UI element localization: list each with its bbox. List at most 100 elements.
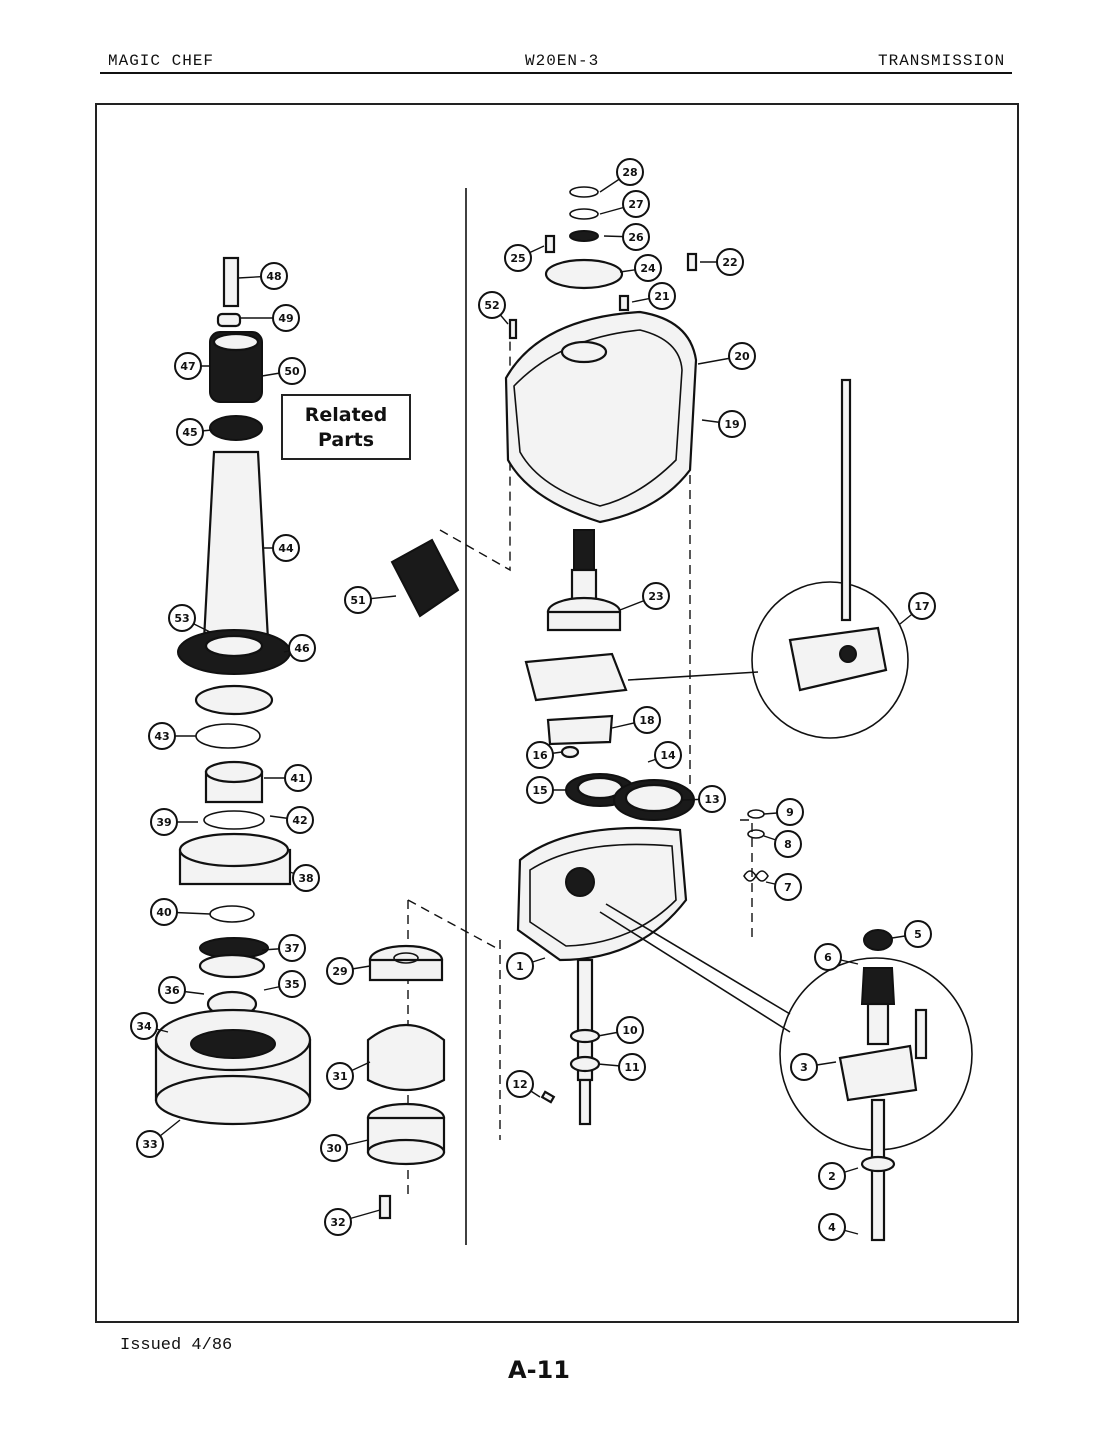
callout-13: 13 xyxy=(681,785,726,813)
callout-circle xyxy=(176,418,204,446)
callout-18: 18 xyxy=(611,706,661,734)
callout-circle xyxy=(272,534,300,562)
callout-label: 27 xyxy=(628,198,643,211)
callout-label: 25 xyxy=(510,252,525,265)
callout-circle xyxy=(622,190,650,218)
callout-label: 47 xyxy=(180,360,195,373)
callout-circle xyxy=(292,864,320,892)
callout-32: 32 xyxy=(324,1208,381,1236)
diagram-frame xyxy=(95,103,1019,1323)
parts-29-31-30 xyxy=(366,944,446,1220)
part-51-block xyxy=(390,538,460,618)
callout-circle xyxy=(260,262,288,290)
callout-label: 19 xyxy=(724,418,739,431)
callout-51: 51 xyxy=(344,586,397,614)
callout-label: 41 xyxy=(290,772,305,785)
callout-circle xyxy=(776,798,804,826)
callout-label: 22 xyxy=(722,256,737,269)
callout-circle xyxy=(326,957,354,985)
callout-circle xyxy=(648,282,676,310)
callout-circle xyxy=(504,244,532,272)
issued-date: Issued 4/86 xyxy=(120,1336,233,1355)
callout-label: 39 xyxy=(156,816,171,829)
callout-circle xyxy=(718,410,746,438)
callout-label: 48 xyxy=(266,270,281,283)
callout-52: 52 xyxy=(478,291,509,325)
callout-16: 16 xyxy=(526,741,563,769)
callout-circle xyxy=(320,1134,348,1162)
callout-23: 23 xyxy=(619,582,670,611)
callout-circle xyxy=(818,1162,846,1190)
callout-label: 52 xyxy=(484,299,499,312)
callout-circle xyxy=(150,808,178,836)
callout-22: 22 xyxy=(700,248,744,276)
callout-17: 17 xyxy=(899,592,936,625)
callout-label: 36 xyxy=(164,984,180,997)
callout-label: 21 xyxy=(654,290,669,303)
callout-circle xyxy=(286,806,314,834)
callout-40: 40 xyxy=(150,898,211,926)
related-parts-line1: Related xyxy=(304,404,388,426)
callout-label: 44 xyxy=(278,542,294,555)
header-brand: MAGIC CHEF xyxy=(108,52,215,70)
callout-33: 33 xyxy=(136,1119,181,1158)
callout-label: 18 xyxy=(639,714,654,727)
related-parts-line2: Parts xyxy=(318,429,374,451)
callout-circle xyxy=(136,1130,164,1158)
callout-label: 28 xyxy=(622,166,637,179)
callout-19: 19 xyxy=(701,410,746,438)
callout-label: 14 xyxy=(660,749,676,762)
callout-label: 51 xyxy=(350,594,365,607)
callout-label: 13 xyxy=(704,793,719,806)
callout-label: 24 xyxy=(640,262,656,275)
callout-34: 34 xyxy=(130,1012,169,1040)
callout-label: 7 xyxy=(784,881,792,894)
callout-48: 48 xyxy=(237,262,288,290)
callout-46: 46 xyxy=(283,634,316,662)
callout-11: 11 xyxy=(597,1053,646,1081)
callout-circle xyxy=(633,706,661,734)
callout-36: 36 xyxy=(158,976,205,1004)
callout-circle xyxy=(774,873,802,901)
callout-28: 28 xyxy=(599,158,644,193)
header-rule xyxy=(100,72,1012,74)
callout-label: 34 xyxy=(136,1020,152,1033)
callout-2: 2 xyxy=(818,1162,859,1190)
callout-circle xyxy=(698,785,726,813)
callout-label: 15 xyxy=(532,784,547,797)
callout-circle xyxy=(168,604,196,632)
callout-circle xyxy=(790,1053,818,1081)
callout-label: 30 xyxy=(326,1142,342,1155)
callout-label: 10 xyxy=(622,1024,638,1037)
callout-circle xyxy=(908,592,936,620)
callout-label: 26 xyxy=(628,231,644,244)
header-section: TRANSMISSION xyxy=(878,52,1006,70)
callout-label: 38 xyxy=(298,872,313,885)
callout-21: 21 xyxy=(631,282,676,310)
callout-label: 1 xyxy=(516,960,524,973)
callout-circle xyxy=(148,722,176,750)
callout-4: 4 xyxy=(818,1213,859,1241)
callout-label: 31 xyxy=(332,1070,347,1083)
callout-label: 45 xyxy=(182,426,197,439)
callout-circle xyxy=(158,976,186,1004)
callout-circle xyxy=(150,898,178,926)
callout-circle xyxy=(526,776,554,804)
callout-circle xyxy=(506,1070,534,1098)
callout-44: 44 xyxy=(264,534,300,562)
callout-25: 25 xyxy=(504,244,545,272)
callout-circle xyxy=(326,1062,354,1090)
callout-label: 3 xyxy=(800,1061,808,1074)
callout-49: 49 xyxy=(240,304,300,332)
callout-label: 37 xyxy=(284,942,299,955)
callout-circle xyxy=(324,1208,352,1236)
callout-label: 4 xyxy=(828,1221,836,1234)
callout-label: 33 xyxy=(142,1138,157,1151)
callout-29: 29 xyxy=(326,957,371,985)
callout-label: 9 xyxy=(786,806,794,819)
callout-circle xyxy=(174,352,202,380)
callout-20: 20 xyxy=(697,342,756,370)
callout-label: 20 xyxy=(734,350,750,363)
callout-circle xyxy=(278,357,306,385)
callout-circle xyxy=(654,741,682,769)
